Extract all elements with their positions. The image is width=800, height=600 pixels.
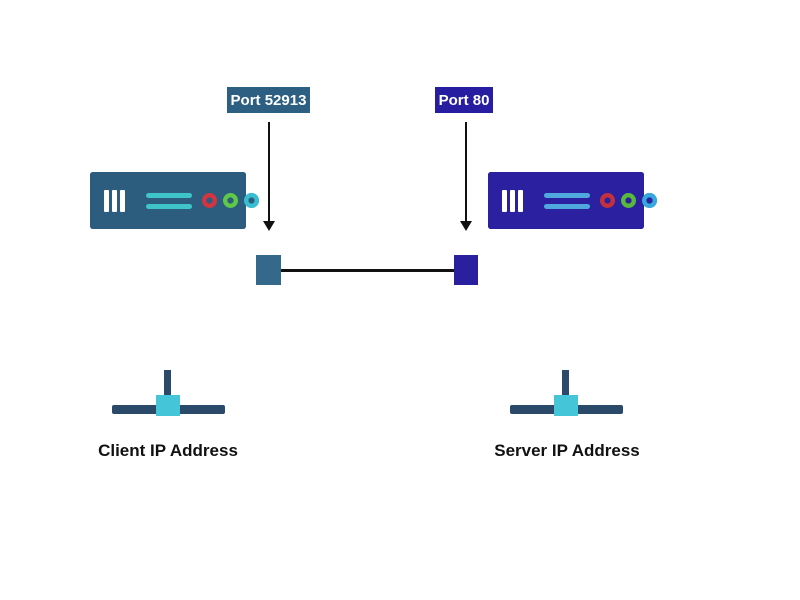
server-port-connector — [454, 255, 478, 285]
server-port-label: Port 80 — [435, 87, 493, 113]
led-red-icon — [600, 193, 615, 208]
arrow-down-icon — [263, 221, 275, 231]
hub-node — [554, 395, 578, 416]
client-port-arrow — [263, 122, 275, 232]
server-port-arrow — [460, 122, 472, 232]
led-blue-icon — [642, 193, 657, 208]
drive-slots-icon — [502, 189, 523, 212]
arrow-shaft — [268, 122, 270, 222]
connection-line — [281, 269, 454, 272]
hub-node — [156, 395, 180, 416]
network-hub-icon — [488, 370, 644, 416]
led-cyan-icon — [244, 193, 259, 208]
hub-stem — [562, 370, 569, 400]
server-server-stack — [488, 172, 657, 452]
drive-slots-icon — [104, 189, 125, 212]
client-ip-caption: Client IP Address — [98, 441, 238, 460]
server-ip-caption: Server IP Address — [494, 441, 640, 460]
led-green-icon — [621, 193, 636, 208]
network-hub-icon — [90, 370, 246, 416]
vent-lines-icon — [146, 192, 192, 209]
status-leds-icon — [202, 193, 259, 208]
led-red-icon — [202, 193, 217, 208]
led-green-icon — [223, 193, 238, 208]
vent-lines-icon — [544, 192, 590, 209]
client-port-label: Port 52913 — [227, 87, 310, 113]
client-server-stack — [90, 172, 259, 452]
client-port-connector — [256, 255, 281, 285]
server-unit — [90, 172, 259, 229]
arrow-down-icon — [460, 221, 472, 231]
status-leds-icon — [600, 193, 657, 208]
hub-stem — [164, 370, 171, 400]
server-unit — [488, 172, 657, 229]
arrow-shaft — [465, 122, 467, 222]
